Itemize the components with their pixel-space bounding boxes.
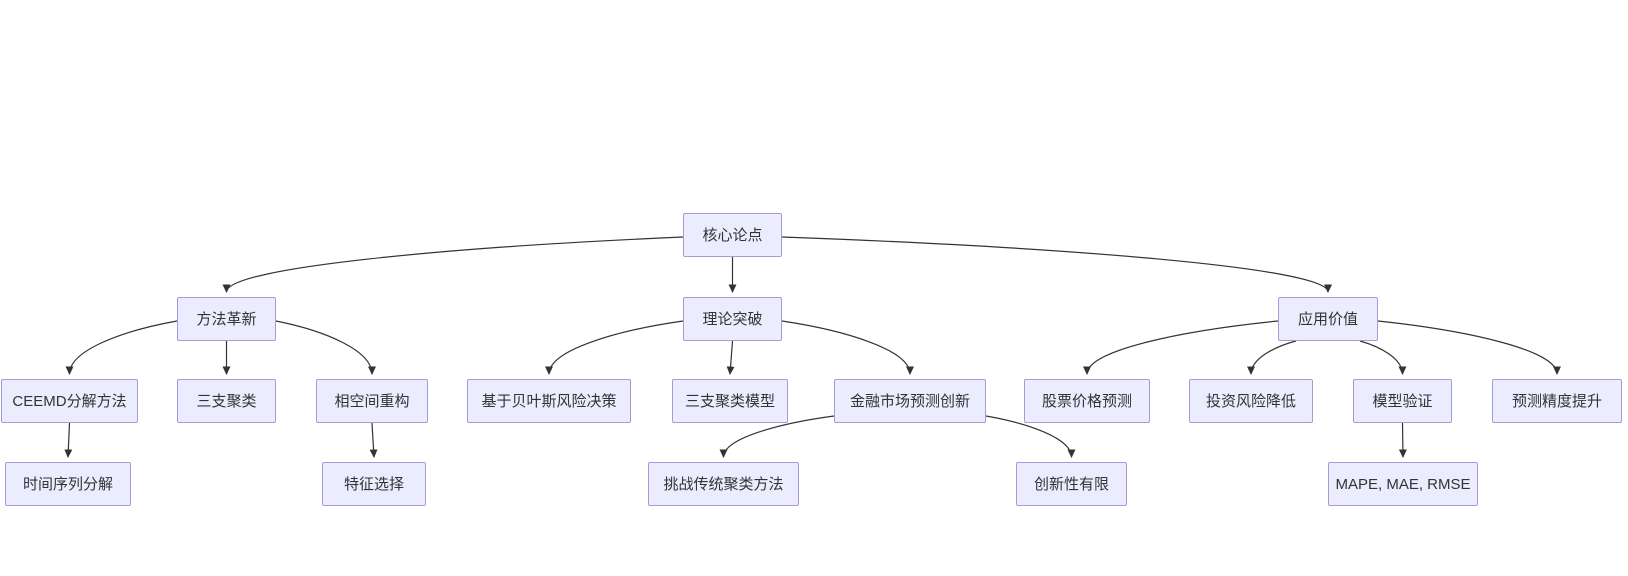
edge-application-to-stock <box>1083 320 1279 375</box>
diagram-node-finance: 金融市场预测创新 <box>834 379 986 423</box>
diagram-node-core: 核心论点 <box>683 213 782 257</box>
edge-application-to-accuracy <box>1377 320 1561 375</box>
edge-theory-to-finance <box>781 320 914 375</box>
edge-finance-to-limited <box>985 415 1076 458</box>
diagram-node-application: 应用价值 <box>1278 297 1378 341</box>
diagram-node-bayes: 基于贝叶斯风险决策 <box>467 379 631 423</box>
edge-application-to-risk <box>1247 340 1297 375</box>
node-label: 特征选择 <box>343 475 404 493</box>
diagram-node-challenge: 挑战传统聚类方法 <box>648 462 799 506</box>
edge-method-to-phase <box>275 320 376 375</box>
diagram-node-method: 方法革新 <box>177 297 276 341</box>
edge-theory-to-bayes <box>545 320 684 375</box>
edge-core-to-application <box>781 236 1332 293</box>
node-label: 三支聚类 <box>196 392 257 410</box>
node-label: MAPE, MAE, RMSE <box>1335 475 1471 493</box>
node-label: 核心论点 <box>702 226 763 244</box>
diagram-node-threewayModel: 三支聚类模型 <box>672 379 788 423</box>
node-label: 投资风险降低 <box>1205 392 1296 410</box>
edge-group <box>64 236 1561 458</box>
diagram-node-feature: 特征选择 <box>322 462 426 506</box>
diagram-node-theory: 理论突破 <box>683 297 782 341</box>
diagram-node-stock: 股票价格预测 <box>1024 379 1150 423</box>
diagram-node-phase: 相空间重构 <box>316 379 428 423</box>
node-label: 金融市场预测创新 <box>849 392 970 410</box>
node-label: 模型验证 <box>1372 392 1433 410</box>
edge-application-to-validation <box>1359 340 1407 375</box>
diagram-node-threeway: 三支聚类 <box>177 379 276 423</box>
node-label: 预测精度提升 <box>1511 392 1602 410</box>
edge-method-to-ceemd <box>65 320 178 375</box>
edge-finance-to-challenge <box>719 415 835 458</box>
node-label: 创新性有限 <box>1033 475 1109 493</box>
diagram-node-limited: 创新性有限 <box>1016 462 1127 506</box>
node-label: 理论突破 <box>702 310 763 328</box>
diagram-node-validation: 模型验证 <box>1353 379 1452 423</box>
edge-core-to-method <box>222 236 684 293</box>
node-label: 股票价格预测 <box>1041 392 1132 410</box>
node-label: 基于贝叶斯风险决策 <box>481 392 617 410</box>
edge-theory-to-threewayModel <box>726 340 735 375</box>
node-label: 三支聚类模型 <box>684 392 775 410</box>
diagram-node-metrics: MAPE, MAE, RMSE <box>1328 462 1478 506</box>
node-label: 应用价值 <box>1297 310 1358 328</box>
node-label: CEEMD分解方法 <box>12 392 127 410</box>
diagram-node-risk: 投资风险降低 <box>1189 379 1313 423</box>
node-label: 时间序列分解 <box>22 475 113 493</box>
edge-phase-to-feature <box>369 422 378 458</box>
node-label: 方法革新 <box>196 310 257 328</box>
diagram-node-timeseries: 时间序列分解 <box>5 462 131 506</box>
diagram-node-accuracy: 预测精度提升 <box>1492 379 1622 423</box>
edge-validation-to-metrics <box>1398 422 1407 458</box>
edge-ceemd-to-timeseries <box>64 422 73 458</box>
node-label: 相空间重构 <box>334 392 410 410</box>
node-label: 挑战传统聚类方法 <box>663 475 784 493</box>
diagram-node-ceemd: CEEMD分解方法 <box>1 379 138 423</box>
